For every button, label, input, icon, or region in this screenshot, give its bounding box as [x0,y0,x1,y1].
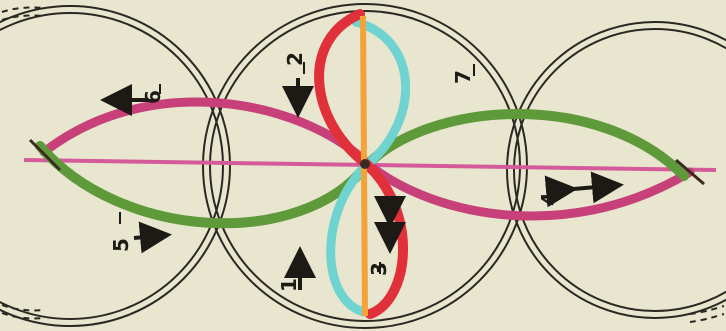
label-1: 1 [277,278,301,292]
arrow-5 [134,236,156,238]
label-4: 4 [537,192,561,206]
center-node [360,159,370,169]
label-7: 7 [451,70,475,84]
label-5: 5 [109,238,133,252]
